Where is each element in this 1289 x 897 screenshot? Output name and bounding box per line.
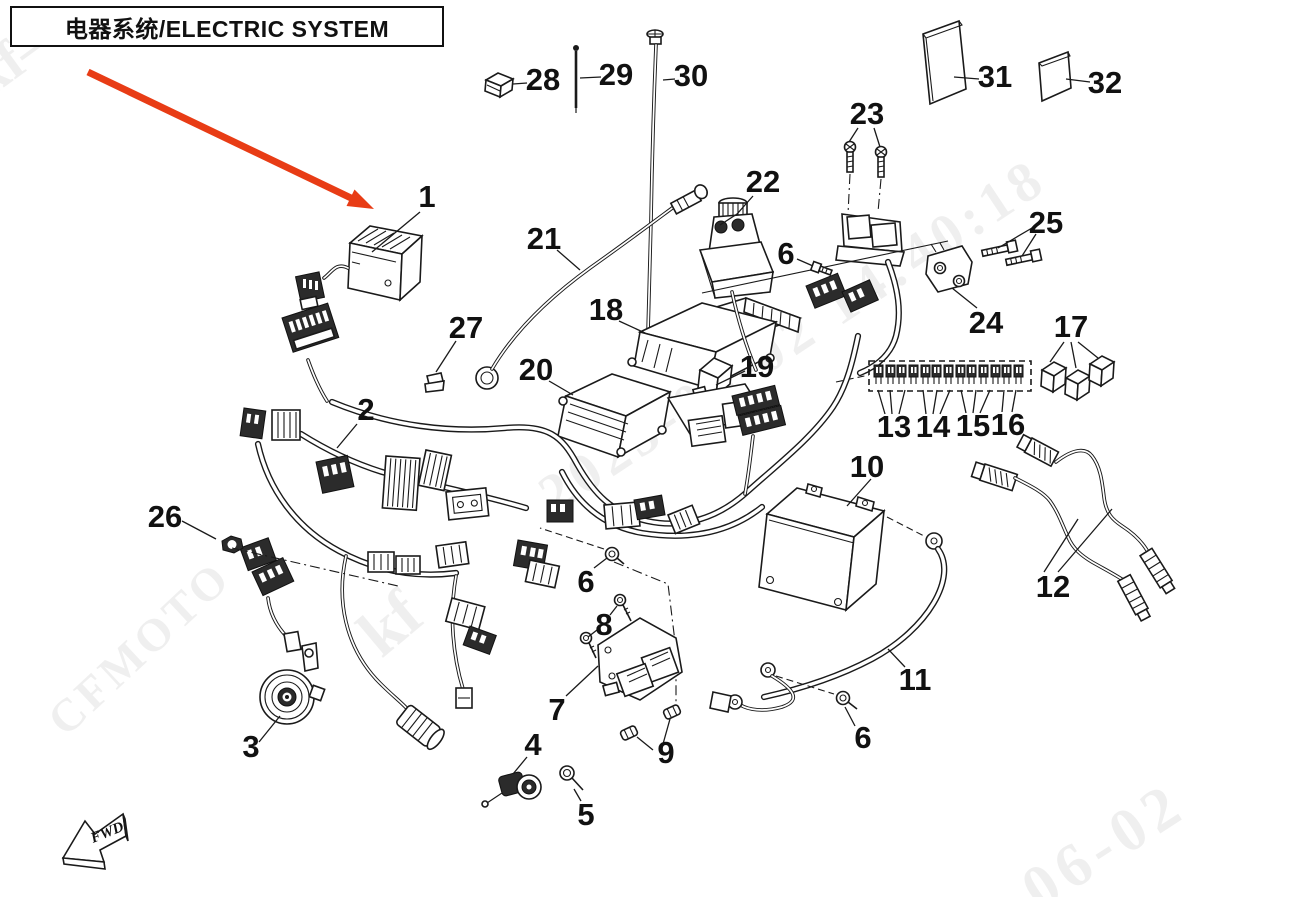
callout-labels: 1 2 3 4 5 6 6 6 7 8 9 10 11 12 13 14 15 … <box>148 57 1122 832</box>
callout-15: 15 <box>956 408 990 443</box>
callout-21: 21 <box>527 221 561 256</box>
callout-16: 16 <box>991 407 1025 442</box>
callout-32: 32 <box>1088 65 1122 100</box>
callout-6-bottom: 6 <box>854 720 871 755</box>
callout-29: 29 <box>599 57 633 92</box>
part-27-clamp <box>424 372 445 393</box>
part-20-module <box>557 373 766 459</box>
harness-bracket <box>835 213 906 377</box>
part-6-bolt-top <box>809 260 833 276</box>
callout-20: 20 <box>519 352 553 387</box>
part-21-cable <box>475 184 708 390</box>
leader-lines <box>181 76 1113 802</box>
callout-19: 19 <box>740 349 774 384</box>
callout-24: 24 <box>969 305 1004 340</box>
callout-12: 12 <box>1036 569 1070 604</box>
title-box: 电器系统/ELECTRIC SYSTEM <box>10 6 444 47</box>
fuse-strip <box>835 360 1032 392</box>
red-pointer-arrow <box>86 68 374 209</box>
part-8-screws <box>579 593 632 659</box>
part-1-control-unit <box>294 225 424 311</box>
callout-23: 23 <box>850 96 884 131</box>
part-30-cable-tie-long <box>646 29 664 334</box>
callout-30: 30 <box>674 58 708 93</box>
part-28-fuse-box <box>484 72 515 99</box>
part-12-oxygen-sensors <box>970 433 1176 623</box>
callout-28: 28 <box>526 62 560 97</box>
part-7-controller <box>597 617 683 701</box>
part-18-ecu <box>627 240 949 390</box>
part-6-bolt-bottom <box>835 690 858 710</box>
callout-18: 18 <box>589 292 623 327</box>
callout-11: 11 <box>899 662 932 697</box>
callout-7: 7 <box>548 692 565 727</box>
page-title: 电器系统/ELECTRIC SYSTEM <box>64 15 390 42</box>
callout-2: 2 <box>357 392 374 427</box>
callout-10: 10 <box>850 449 884 484</box>
callout-9: 9 <box>657 735 674 770</box>
callout-22: 22 <box>746 164 780 199</box>
part-2-main-harness <box>239 272 880 751</box>
callout-3: 3 <box>242 729 259 764</box>
part-31-sticker <box>922 19 967 106</box>
callout-17: 17 <box>1054 309 1088 344</box>
part-26-nut <box>221 535 399 587</box>
callout-6-top: 6 <box>777 236 794 271</box>
callout-13: 13 <box>877 409 911 444</box>
part-4-sensor <box>481 771 542 808</box>
part-25-bolts <box>980 239 1043 267</box>
part-11-battery-cable <box>709 532 948 713</box>
part-22-sensor <box>698 197 775 299</box>
part-6-bolt-mid <box>539 527 677 706</box>
part-32-sticker <box>1038 50 1072 103</box>
callout-26: 26 <box>148 499 182 534</box>
part-10-battery <box>758 482 927 612</box>
callout-27: 27 <box>449 310 483 345</box>
part-5-bolt <box>559 765 584 791</box>
callout-4: 4 <box>524 727 542 762</box>
part-17-relays <box>1040 355 1116 402</box>
part-3-horn <box>259 642 326 725</box>
callout-25: 25 <box>1029 205 1063 240</box>
fwd-direction-arrow: FWD <box>61 812 129 870</box>
callout-1: 1 <box>418 179 435 214</box>
part-24-relay <box>925 242 973 293</box>
callout-6-mid: 6 <box>577 564 594 599</box>
part-9-dampers <box>619 704 682 741</box>
callout-8: 8 <box>595 607 612 642</box>
part-23-screws <box>843 140 888 215</box>
part-29-cable-tie <box>573 45 579 113</box>
callout-31: 31 <box>978 59 1012 94</box>
fuse-glyphs <box>873 364 1024 384</box>
callout-5: 5 <box>577 797 594 832</box>
callout-14: 14 <box>916 409 951 444</box>
